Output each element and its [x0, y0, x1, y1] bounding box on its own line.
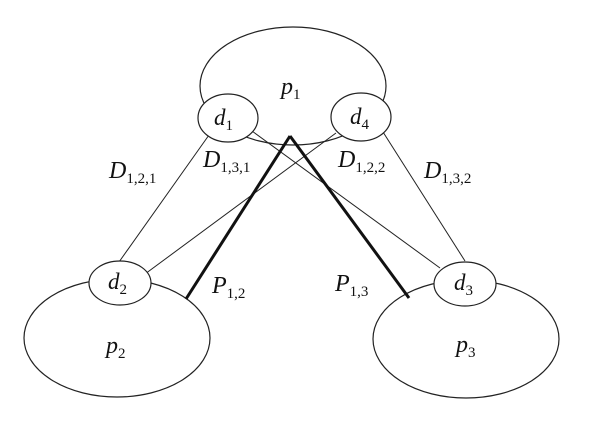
label-d121: D1,2,1 — [108, 158, 156, 187]
node-d2-ellipse — [88, 260, 152, 306]
label-p12-path: P1,2 — [211, 273, 245, 302]
path-p12-line — [184, 135, 292, 300]
label-p13-path: P1,3 — [334, 271, 368, 300]
path-p13-line — [288, 135, 411, 299]
node-d4-ellipse — [330, 92, 392, 142]
label-d132: D1,3,2 — [423, 158, 471, 187]
node-d1-ellipse — [197, 93, 259, 143]
label-p2: p2 — [104, 333, 126, 362]
label-p1: p1 — [279, 74, 301, 103]
node-d3-ellipse — [433, 261, 497, 307]
label-d4: d4 — [350, 104, 370, 133]
label-d2: d2 — [108, 269, 127, 298]
edge-d122-line — [144, 132, 337, 275]
edge-d132-line — [382, 131, 466, 262]
edge-d131-line — [251, 130, 441, 269]
edge-d121-line — [118, 134, 210, 263]
label-p3: p3 — [454, 332, 476, 361]
label-d3: d3 — [454, 270, 473, 299]
label-d131: D1,3,1 — [202, 147, 250, 176]
label-d1: d1 — [214, 105, 233, 134]
label-d122: D1,2,2 — [337, 147, 385, 176]
